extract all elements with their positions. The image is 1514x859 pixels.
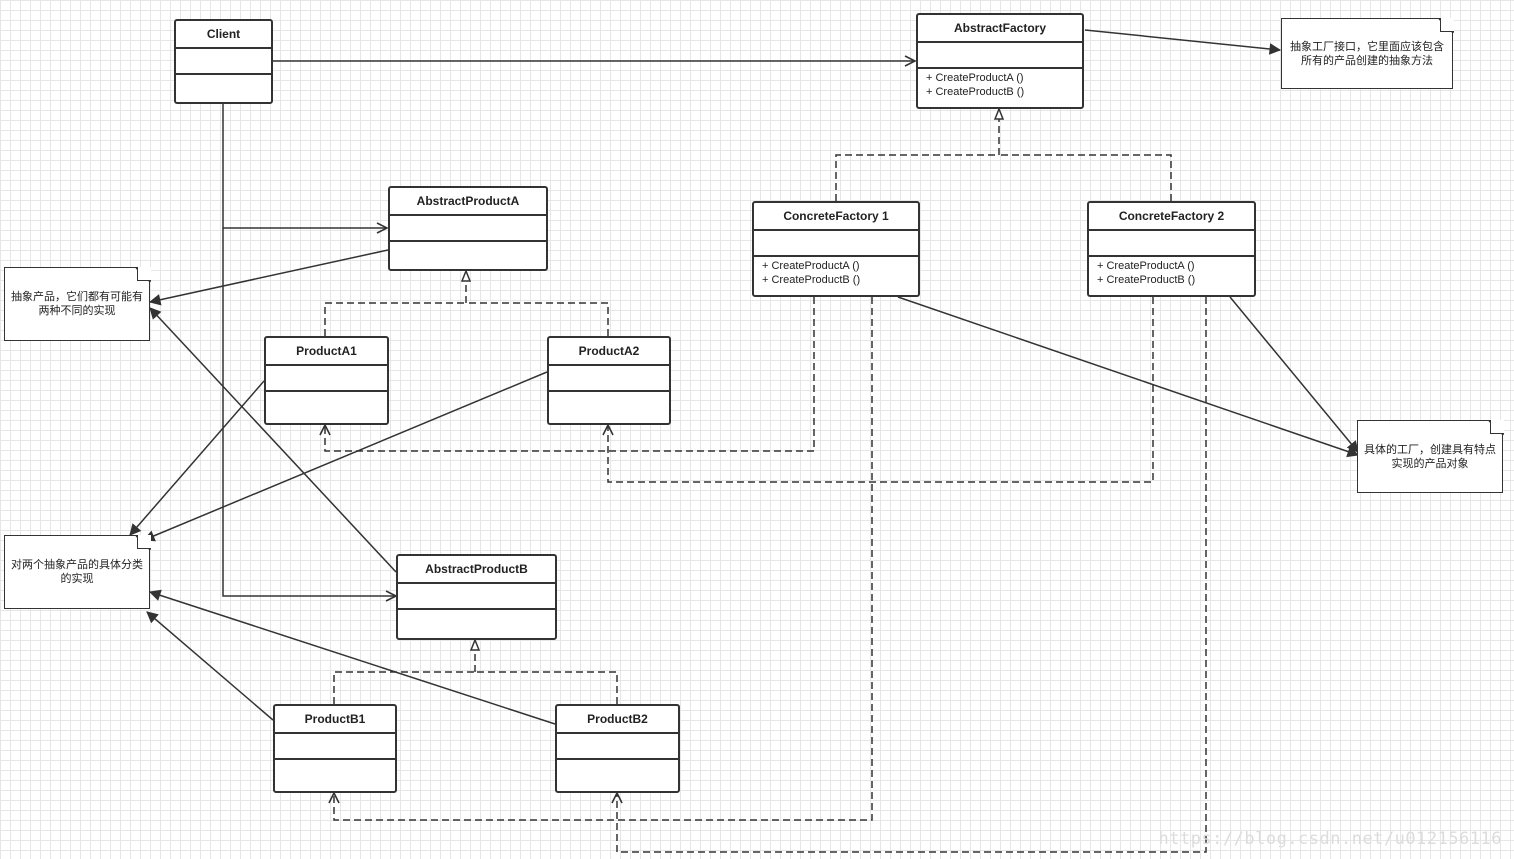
notelink-cf2 bbox=[1229, 296, 1358, 452]
class-abstractproductb[interactable]: AbstractProductB bbox=[396, 554, 557, 640]
realize-a2-apa bbox=[466, 302, 609, 336]
note-concrete-product[interactable]: 对两个抽象产品的具体分类的实现 bbox=[4, 534, 151, 609]
class-name: Client bbox=[176, 21, 271, 49]
class-operations: + CreateProductA () + CreateProductB () bbox=[1089, 257, 1254, 287]
assoc-client-abstractproductb bbox=[222, 228, 396, 596]
class-operations: + CreateProductA () + CreateProductB () bbox=[918, 69, 1082, 99]
class-name: ConcreteFactory 1 bbox=[754, 203, 918, 231]
class-abstractproducta[interactable]: AbstractProductA bbox=[388, 186, 548, 271]
class-name: AbstractFactory bbox=[918, 15, 1082, 43]
class-operations bbox=[398, 610, 555, 612]
class-client[interactable]: Client bbox=[174, 19, 273, 104]
notelink-a1 bbox=[130, 380, 265, 535]
note-fold-icon bbox=[136, 266, 151, 281]
class-attributes bbox=[754, 231, 918, 257]
note-concrete-factory[interactable]: 具体的工厂，创建具有特点实现的产品对象 bbox=[1357, 419, 1504, 493]
class-producta2[interactable]: ProductA2 bbox=[547, 336, 671, 425]
note-fold-icon bbox=[136, 534, 151, 549]
note-abstract-factory[interactable]: 抽象工厂接口，它里面应该包含所有的产品创建的抽象方法 bbox=[1281, 17, 1454, 89]
notelink-b1 bbox=[147, 612, 274, 721]
class-attributes bbox=[176, 49, 271, 75]
class-attributes bbox=[275, 734, 395, 760]
class-attributes bbox=[918, 43, 1082, 69]
note-fold-icon bbox=[1439, 17, 1454, 32]
class-name: AbstractProductB bbox=[398, 556, 555, 584]
realize-a1-apa bbox=[324, 302, 466, 336]
class-attributes bbox=[390, 216, 546, 242]
note-abstract-product[interactable]: 抽象产品，它们都有可能有两种不同的实现 bbox=[4, 266, 151, 341]
class-abstractfactory[interactable]: AbstractFactory + CreateProductA () + Cr… bbox=[916, 13, 1084, 109]
watermark: https://blog.csdn.net/u012156116 bbox=[1158, 829, 1502, 849]
class-attributes bbox=[1089, 231, 1254, 257]
class-attributes bbox=[398, 584, 555, 610]
class-operations bbox=[390, 242, 546, 244]
note-text: 抽象工厂接口，它里面应该包含所有的产品创建的抽象方法 bbox=[1290, 40, 1444, 67]
assoc-client-abstractproducta bbox=[222, 104, 387, 228]
note-text: 具体的工厂，创建具有特点实现的产品对象 bbox=[1364, 443, 1496, 470]
class-operations bbox=[549, 392, 669, 394]
class-name: ProductB2 bbox=[557, 706, 678, 734]
realize-b2-apb bbox=[475, 671, 618, 704]
notelink-b2 bbox=[150, 592, 556, 725]
class-name: ProductB1 bbox=[275, 706, 395, 734]
depend-cf2-b2 bbox=[617, 297, 1207, 853]
notelink-apa bbox=[150, 249, 389, 302]
operation: + CreateProductB () bbox=[926, 86, 1025, 98]
depend-cf2-a2 bbox=[608, 297, 1154, 483]
class-attributes bbox=[266, 366, 387, 392]
realize-b1-apb bbox=[333, 671, 475, 704]
notelink-a2 bbox=[144, 371, 548, 540]
realize-cf2-af bbox=[999, 154, 1172, 201]
note-text: 对两个抽象产品的具体分类的实现 bbox=[11, 559, 143, 585]
note-fold-icon bbox=[1489, 419, 1504, 434]
class-operations bbox=[266, 392, 387, 394]
class-name: AbstractProductA bbox=[390, 188, 546, 216]
note-text: 抽象产品，它们都有可能有两种不同的实现 bbox=[11, 291, 143, 317]
class-attributes bbox=[549, 366, 669, 392]
class-productb2[interactable]: ProductB2 bbox=[555, 704, 680, 793]
class-operations bbox=[557, 760, 678, 762]
class-name: ProductA2 bbox=[549, 338, 669, 366]
class-attributes bbox=[557, 734, 678, 760]
operation: + CreateProductA () bbox=[1097, 260, 1195, 272]
class-operations bbox=[176, 75, 271, 77]
notelink-cf1 bbox=[897, 296, 1358, 455]
class-name: ProductA1 bbox=[266, 338, 387, 366]
class-operations bbox=[275, 760, 395, 762]
class-concretefactory1[interactable]: ConcreteFactory 1 + CreateProductA () + … bbox=[752, 201, 920, 297]
notelink-af bbox=[1084, 29, 1280, 50]
class-producta1[interactable]: ProductA1 bbox=[264, 336, 389, 425]
notelink-apb bbox=[150, 308, 397, 573]
class-productb1[interactable]: ProductB1 bbox=[273, 704, 397, 793]
operation: + CreateProductA () bbox=[926, 72, 1024, 84]
class-operations: + CreateProductA () + CreateProductB () bbox=[754, 257, 918, 287]
depend-cf1-a1 bbox=[325, 297, 815, 452]
depend-cf1-b1 bbox=[334, 297, 873, 821]
operation: + CreateProductB () bbox=[1097, 274, 1196, 286]
operation: + CreateProductA () bbox=[762, 260, 860, 272]
realize-cf1-af bbox=[835, 154, 999, 201]
operation: + CreateProductB () bbox=[762, 274, 861, 286]
class-name: ConcreteFactory 2 bbox=[1089, 203, 1254, 231]
class-concretefactory2[interactable]: ConcreteFactory 2 + CreateProductA () + … bbox=[1087, 201, 1256, 297]
